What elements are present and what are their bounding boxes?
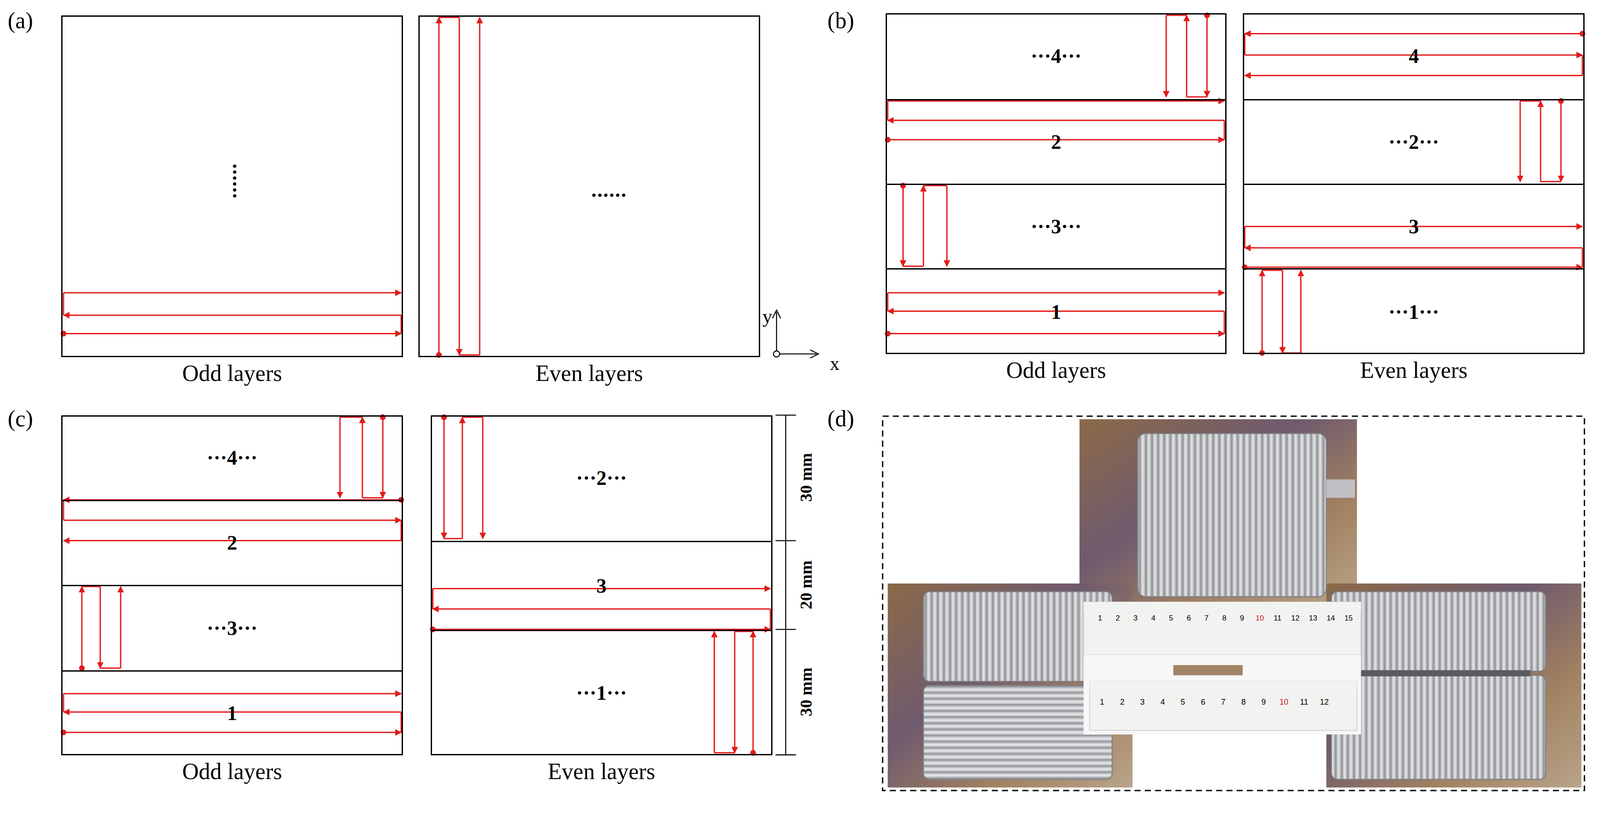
layer-caption: Even layers	[419, 360, 759, 387]
ellipsis: ......	[591, 177, 628, 202]
region-number: ···4···	[206, 446, 258, 470]
scan-region: 2	[62, 499, 402, 585]
layer-caption: Odd layers	[62, 758, 402, 785]
region-number: 1	[227, 701, 238, 725]
ruler-number: 15	[1344, 613, 1353, 623]
scan-region: 4	[1244, 13, 1584, 100]
region-number: 4	[1408, 44, 1419, 68]
region-number: ···3···	[206, 616, 258, 640]
scan-region: 3	[1244, 183, 1584, 269]
ruler-number: 7	[1221, 697, 1226, 707]
ruler-number: 12	[1291, 613, 1300, 623]
layer-frame: Even layers···2···3···1···	[430, 415, 773, 756]
layer-caption: Even layers	[432, 758, 772, 785]
scan-region: ···1···	[1244, 268, 1584, 355]
ruler-number: 9	[1261, 697, 1266, 707]
region-number: 2	[227, 531, 238, 555]
scan-region: ···3···	[62, 584, 402, 671]
scan-region: ···2···	[1244, 99, 1584, 184]
layer-frame: Odd layers···4···2···3···1	[61, 415, 403, 756]
dimension-label: 30 mm	[796, 453, 816, 503]
scan-region: ···4···	[62, 415, 402, 500]
panel-label: (d)	[827, 405, 855, 432]
scan-region: ···4···	[886, 13, 1226, 100]
axis-label: y	[762, 305, 773, 328]
scan-region: 1	[886, 268, 1226, 355]
layer-caption: Odd layers	[886, 357, 1226, 384]
scan-region: ···2···	[432, 415, 772, 541]
ruler-number: 1	[1097, 613, 1102, 623]
ruler-number: 1	[1099, 697, 1105, 707]
ruler-number: 11	[1273, 613, 1282, 623]
panel-label: (b)	[827, 7, 855, 34]
ruler-number: 10	[1255, 613, 1264, 623]
panel-label: (a)	[7, 7, 34, 34]
ruler-number: 9	[1239, 613, 1244, 623]
layer-frame: Even layers	[418, 15, 761, 358]
scan-paths	[63, 15, 1583, 754]
dimension-label: 20 mm	[796, 560, 816, 610]
ruler-number: 5	[1180, 697, 1186, 707]
ruler-number: 4	[1151, 613, 1156, 623]
region-number: ···4···	[1030, 44, 1082, 68]
region-number: ···2···	[1388, 130, 1440, 154]
ruler-number: 6	[1200, 697, 1206, 707]
region-number: ···1···	[576, 681, 627, 705]
scan-region: ···3···	[886, 183, 1226, 269]
ruler-number: 12	[1319, 697, 1329, 707]
ruler-number: 13	[1308, 613, 1318, 623]
ruler-number: 8	[1241, 697, 1246, 707]
ruler-number: 11	[1300, 697, 1309, 707]
ruler-number: 8	[1222, 613, 1227, 623]
start-dots	[60, 12, 1586, 756]
ellipsis: ......	[228, 163, 252, 200]
axis-label: x	[829, 351, 840, 375]
scan-region: 2	[886, 99, 1226, 184]
layer-frame: Even layers4···2···3···1···	[1242, 13, 1585, 355]
layer-caption: Even layers	[1244, 357, 1584, 384]
ruler-number: 2	[1119, 697, 1125, 707]
scan-region: 3	[432, 540, 772, 630]
axis-symbol	[772, 310, 819, 359]
ruler-number: 3	[1140, 697, 1145, 707]
dimension-label: 30 mm	[796, 667, 816, 717]
sample-photo	[882, 416, 1585, 791]
region-number: 1	[1051, 300, 1062, 324]
region-number: 2	[1051, 130, 1062, 154]
region-number: ···3···	[1030, 214, 1082, 239]
ruler-number: 7	[1204, 613, 1209, 623]
region-number: ···2···	[576, 466, 627, 490]
layer-caption: Odd layers	[62, 360, 402, 387]
dimension-line	[775, 415, 796, 755]
ruler-number: 3	[1133, 613, 1138, 623]
ruler-number: 6	[1186, 613, 1191, 623]
ruler-number: 4	[1160, 697, 1165, 707]
region-number: ···1···	[1388, 300, 1440, 324]
layer-frame: Odd layers···4···2···3···1	[885, 13, 1227, 355]
ruler-number: 5	[1168, 613, 1173, 623]
panel-label: (c)	[7, 405, 34, 432]
ruler-number: 2	[1115, 613, 1120, 623]
scan-region: ···1···	[432, 629, 772, 756]
region-number: 3	[1408, 214, 1419, 239]
ruler-number: 10	[1279, 697, 1289, 707]
scan-region: 1	[62, 670, 402, 755]
ruler-number: 14	[1326, 613, 1335, 623]
region-number: 3	[596, 574, 607, 598]
